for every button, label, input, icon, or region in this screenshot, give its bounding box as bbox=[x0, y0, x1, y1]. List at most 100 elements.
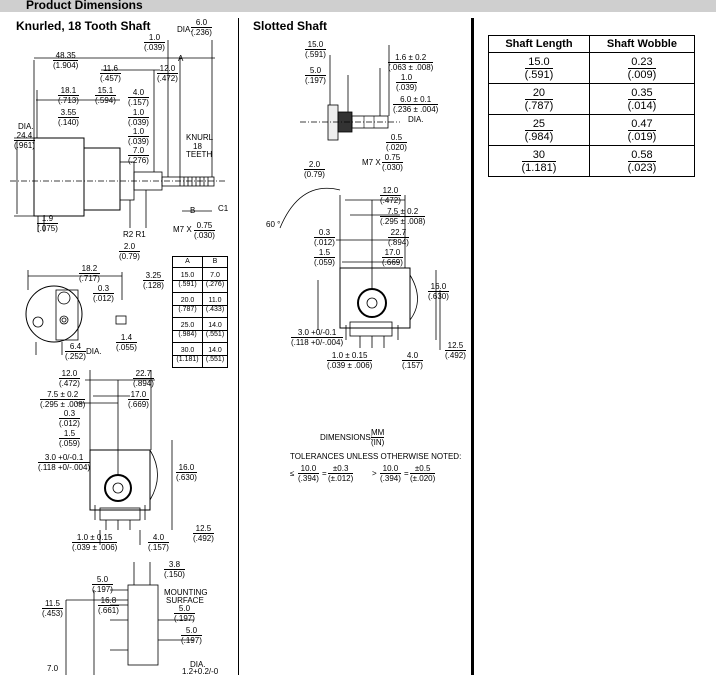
dim-label: 7.0(.276) bbox=[128, 146, 149, 165]
cell-a-mm: 25.0 bbox=[173, 322, 203, 331]
cell-length-in: (.787) bbox=[524, 99, 554, 112]
cell-b-mm: 7.0 bbox=[203, 272, 227, 281]
dim-label: 1.0(.039) bbox=[128, 108, 149, 127]
dim-label: 18.1(.713) bbox=[58, 86, 79, 105]
dim-label: 6.0(.236) bbox=[191, 18, 212, 37]
page-title: Product Dimensions bbox=[26, 0, 143, 12]
cell-wobble-in: (.009) bbox=[627, 68, 657, 81]
tolerance-le-symbol: ≤ bbox=[290, 469, 295, 478]
dim-label: 15.1(.594) bbox=[95, 86, 116, 105]
dim-label: 2.0(0.79) bbox=[304, 160, 325, 179]
dim-label: 11.5(.453) bbox=[42, 599, 63, 618]
dim-label: 0.5(.020) bbox=[386, 133, 407, 152]
dim-label: 1.6 ± 0.2(.063 ± .008) bbox=[388, 53, 434, 72]
dim-label: 22.7(.894) bbox=[388, 228, 409, 247]
column-divider-thick bbox=[471, 18, 474, 675]
dim-label: 11.6(.457) bbox=[100, 64, 121, 83]
knurl-teeth-count: 18 bbox=[193, 142, 202, 151]
table-row: 20.0(.787)11.0(.433) bbox=[171, 292, 228, 318]
knurled-section-title: Knurled, 18 Tooth Shaft bbox=[16, 19, 151, 33]
cell-length-in: (1.181) bbox=[521, 161, 557, 174]
dia-label: DIA. bbox=[408, 115, 424, 124]
knurl-label: KNURL bbox=[186, 133, 214, 142]
cell-wobble-mm: 0.35 bbox=[627, 87, 657, 100]
dim-label: 4.0(.157) bbox=[128, 88, 149, 107]
b-label: B bbox=[190, 206, 196, 215]
dim-label: 16.0(.630) bbox=[428, 282, 449, 301]
dim-label: 3.0 +0/-0.1(.118 +0/-.004) bbox=[291, 328, 344, 347]
slotted-pcb-view bbox=[279, 187, 441, 350]
knurl-teeth-label: TEETH bbox=[186, 150, 213, 159]
dim-label: 17.0(.669) bbox=[128, 390, 149, 409]
table-row: 15.0(.591)7.0(.276) bbox=[171, 267, 228, 293]
tolerances-title: TOLERANCES UNLESS OTHERWISE NOTED: bbox=[290, 452, 462, 461]
dim-label: 5.0(.197) bbox=[174, 604, 195, 623]
dim-label: 4.0(.157) bbox=[148, 533, 169, 552]
dim-label: 1.0(.039) bbox=[396, 73, 417, 92]
table-row: 20(.787) 0.35(.014) bbox=[488, 83, 696, 115]
cell-a-mm: 15.0 bbox=[173, 272, 203, 281]
dim-label: 15.0(.591) bbox=[305, 40, 326, 59]
dim-label: 1.0(.039) bbox=[128, 127, 149, 146]
dia-label: DIA. bbox=[190, 660, 206, 669]
dim-label: 1.5(.059) bbox=[59, 429, 80, 448]
table-header: Shaft Length bbox=[488, 35, 590, 53]
cell-wobble-in: (.014) bbox=[627, 99, 657, 112]
knurled-front-view bbox=[25, 270, 127, 355]
a-label: A bbox=[178, 54, 184, 63]
dim-label: 0.3(.012) bbox=[93, 284, 114, 303]
dim-label: 24.4(.961) bbox=[14, 131, 35, 150]
dim-label: 1.0(.039) bbox=[144, 33, 165, 52]
dim-label: 17.0(.669) bbox=[382, 248, 403, 267]
m7-label: M7 X bbox=[362, 158, 381, 167]
tolerance-value: ±0.3(±.012) bbox=[328, 464, 354, 483]
cell-a-mm: 20.0 bbox=[173, 297, 203, 306]
dim-label: 1.4(.055) bbox=[116, 333, 137, 352]
dim-label: 0.3(.012) bbox=[59, 409, 80, 428]
cell-b-mm: 14.0 bbox=[203, 347, 227, 356]
cell-length-mm: 15.0 bbox=[524, 56, 554, 69]
cell-wobble-in: (.023) bbox=[627, 161, 657, 174]
dim-label: 16.8(.661) bbox=[98, 596, 119, 615]
dim-label: 7.5 ± 0.2(.295 ± .008) bbox=[40, 390, 86, 409]
dia-label: DIA. bbox=[86, 347, 102, 356]
dim-label: 7.5 ± 0.2(.295 ± .008) bbox=[380, 207, 426, 226]
knurled-lower-side-view bbox=[65, 562, 194, 675]
cell-wobble-mm: 0.47 bbox=[627, 118, 657, 131]
dim-label: 5.0(.197) bbox=[92, 575, 113, 594]
m7-label: M7 X bbox=[173, 225, 192, 234]
dimensions-legend-label: DIMENSIONS: bbox=[320, 433, 373, 442]
cell-length-mm: 20 bbox=[524, 87, 554, 100]
dia-label: DIA. bbox=[18, 122, 34, 131]
knurled-side-view bbox=[10, 40, 225, 232]
cell-a-in: (1.181) bbox=[176, 355, 199, 363]
header-bar: Product Dimensions bbox=[0, 0, 716, 12]
dim-label: 6.4(.252) bbox=[65, 342, 86, 361]
r2-r1-label: R2 R1 bbox=[123, 230, 146, 239]
mounting-surface-label: SURFACE bbox=[166, 596, 204, 605]
dia-bottom-value: 1.2+0.2/-0 bbox=[182, 667, 219, 676]
cell-b-in: (.551) bbox=[205, 355, 225, 363]
table-row: 30.0(1.181)14.0(.551) bbox=[171, 342, 228, 368]
dim-label: 6.0 ± 0.1(.236 ± .004) bbox=[393, 95, 439, 114]
dim-label: 22.7(.894) bbox=[133, 369, 154, 388]
slotted-section-title: Slotted Shaft bbox=[253, 19, 327, 33]
dim-label: 0.75(.030) bbox=[382, 153, 403, 172]
dia-label: DIA. bbox=[177, 25, 193, 34]
dim-label: 0.3(.012) bbox=[314, 228, 335, 247]
cell-length-in: (.984) bbox=[524, 130, 554, 143]
tolerance-value: ±0.5(±.020) bbox=[410, 464, 436, 483]
cell-wobble-mm: 0.58 bbox=[627, 149, 657, 162]
cell-length-mm: 25 bbox=[524, 118, 554, 131]
slotted-side-view bbox=[300, 45, 400, 141]
cell-b-in: (.433) bbox=[205, 305, 225, 313]
cell-a-in: (.591) bbox=[178, 280, 197, 288]
table-row: 30(1.181)0.58(.023) bbox=[488, 145, 696, 177]
dim-label: 1.5(.059) bbox=[314, 248, 335, 267]
cell-b-mm: 11.0 bbox=[203, 297, 227, 306]
angle-label: 60 ° bbox=[266, 220, 281, 229]
c1-label: C1 bbox=[218, 204, 229, 213]
dim-label: 5.0(.197) bbox=[305, 66, 326, 85]
